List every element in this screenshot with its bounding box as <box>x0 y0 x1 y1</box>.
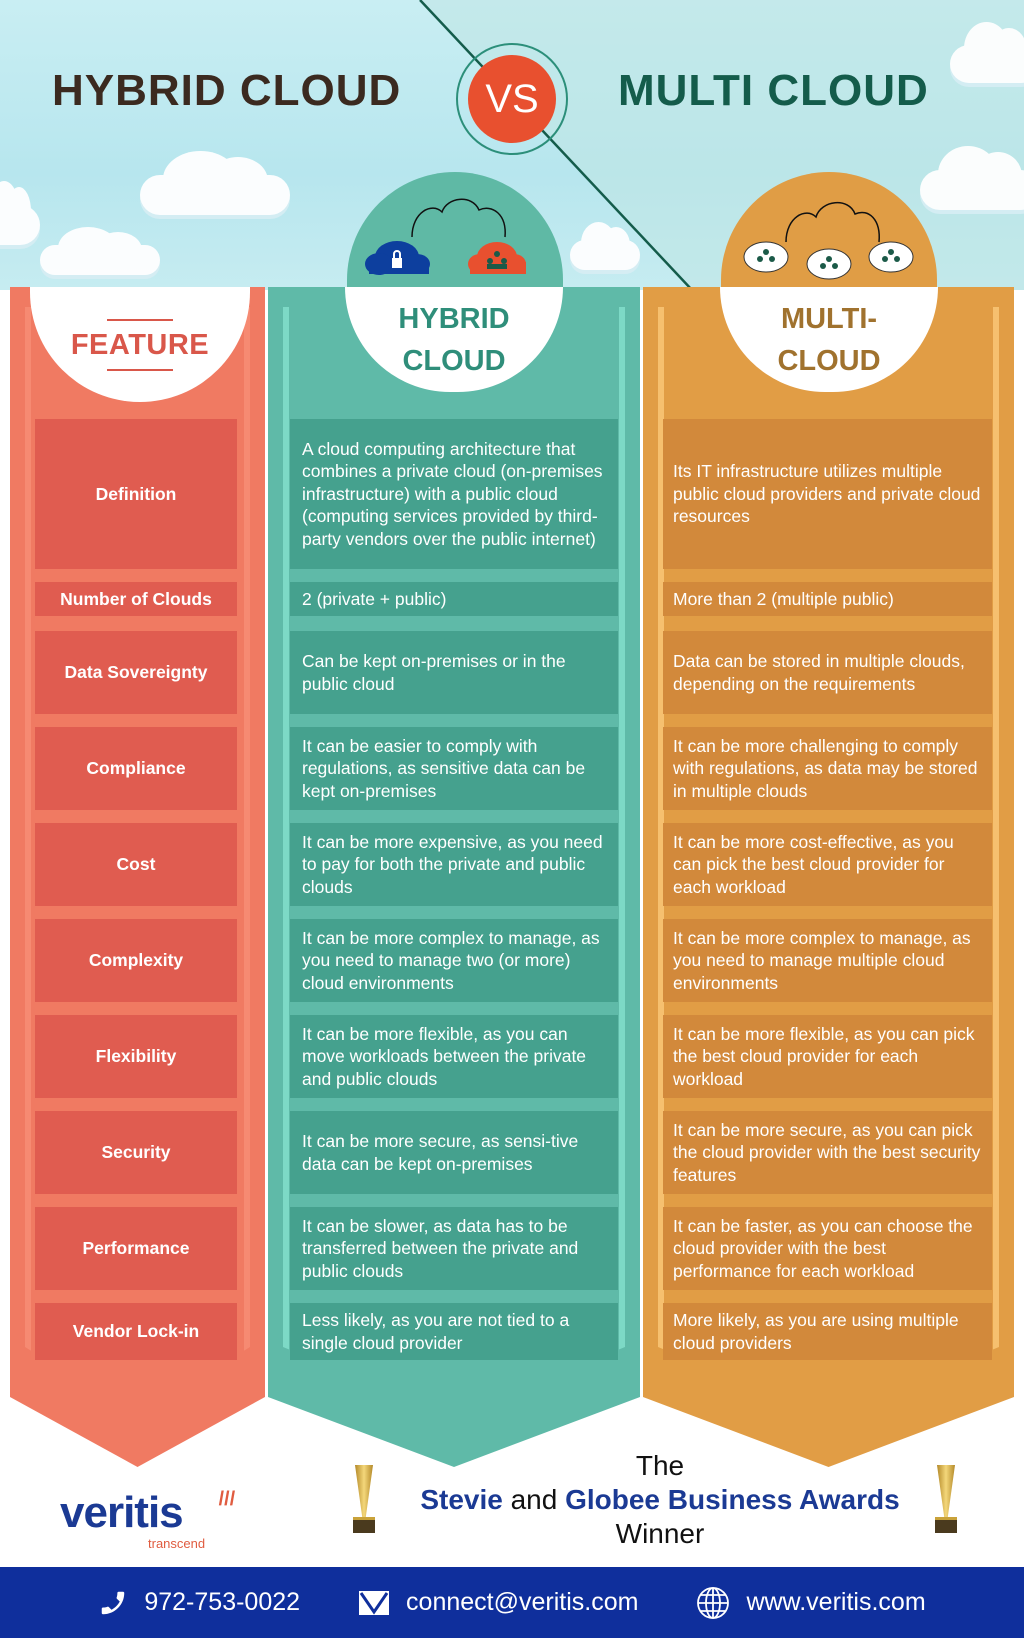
hybrid-cell: It can be more secure, as sensi-tive dat… <box>290 1111 618 1194</box>
hybrid-heading-line1: HYBRID <box>398 302 510 335</box>
diagonal-divider <box>419 0 693 290</box>
feature-column: FEATURE Definition Number of Clouds Data… <box>10 287 265 1467</box>
hybrid-column: HYBRID CLOUD A cloud computing architect… <box>268 287 640 1467</box>
multi-column: MULTI- CLOUD Its IT infrastructure utili… <box>643 287 1014 1467</box>
hybrid-cell: Can be kept on-premises or in the public… <box>290 631 618 714</box>
multi-cell: It can be more challenging to comply wit… <box>663 727 992 810</box>
title-multi-cloud: MULTI CLOUD <box>618 66 929 115</box>
email-address: connect@veritis.com <box>406 1588 639 1616</box>
multi-dome <box>721 172 937 290</box>
multi-cell: More than 2 (multiple public) <box>663 582 992 616</box>
trophy-icon <box>353 1465 375 1535</box>
hybrid-cell: It can be more complex to manage, as you… <box>290 919 618 1002</box>
hybrid-cell: It can be more expensive, as you need to… <box>290 823 618 906</box>
title-hybrid-cloud: HYBRID CLOUD <box>52 66 402 115</box>
divider <box>107 318 173 321</box>
hybrid-dome <box>347 172 563 290</box>
feature-cell: Cost <box>35 823 237 906</box>
multi-cell: Its IT infrastructure utilizes multiple … <box>663 419 992 569</box>
hybrid-cell: It can be more flexible, as you can move… <box>290 1015 618 1098</box>
logo-accent-icon: \\\ <box>214 1488 239 1510</box>
multi-cell: It can be more flexible, as you can pick… <box>663 1015 992 1098</box>
email-contact[interactable]: connect@veritis.com <box>358 1588 638 1617</box>
feature-cell: Vendor Lock-in <box>35 1303 237 1360</box>
logo-tagline: transcend <box>148 1536 206 1551</box>
multi-cell: Data can be stored in multiple clouds, d… <box>663 631 992 714</box>
feature-cell: Complexity <box>35 919 237 1002</box>
award-line1: The <box>635 1450 685 1481</box>
logo-wordmark: veritis <box>60 1488 184 1537</box>
award-line3: Winner <box>615 1518 705 1549</box>
cloud-decor <box>570 222 640 270</box>
trophy-icon <box>935 1465 957 1535</box>
people-cloud-icon <box>468 242 526 274</box>
globe-icon <box>697 1586 730 1619</box>
multi-cell: It can be faster, as you can choose the … <box>663 1207 992 1290</box>
award-stevie: Stevie <box>420 1484 503 1515</box>
vs-badge: VS <box>468 55 556 143</box>
veritis-logo[interactable]: veritis \\\ transcend <box>60 1488 239 1551</box>
feature-cell: Security <box>35 1111 237 1194</box>
website-url: www.veritis.com <box>746 1588 926 1616</box>
multi-cell: It can be more complex to manage, as you… <box>663 919 992 1002</box>
cloud-decor <box>40 227 160 275</box>
hybrid-cell: Less likely, as you are not tied to a si… <box>290 1303 618 1360</box>
divider <box>107 368 173 371</box>
award-globee: Globee Business Awards <box>565 1484 900 1515</box>
feature-heading: FEATURE <box>70 328 210 361</box>
multi-heading-line2: CLOUD <box>777 344 881 377</box>
feature-cell: Compliance <box>35 727 237 810</box>
vs-ring <box>456 43 568 155</box>
phone-number: 972-753-0022 <box>144 1588 301 1616</box>
feature-cell: Performance <box>35 1207 237 1290</box>
feature-cell: Data Sovereignty <box>35 631 237 714</box>
hybrid-cell: It can be slower, as data has to be tran… <box>290 1207 618 1290</box>
feature-cell: Definition <box>35 419 237 569</box>
phone-contact[interactable]: 972-753-0022 <box>98 1588 300 1618</box>
cloud-decor <box>140 151 290 215</box>
hybrid-cloud-icon <box>365 198 526 275</box>
lock-cloud-icon <box>365 241 430 275</box>
hybrid-cell: A cloud computing architecture that comb… <box>290 419 618 569</box>
award-and: and <box>502 1484 566 1515</box>
cloud-decor <box>950 22 1024 83</box>
feature-cell: Flexibility <box>35 1015 237 1098</box>
cloud-decor <box>920 146 1024 210</box>
hybrid-heading-line2: CLOUD <box>402 344 506 377</box>
multi-heading-line1: MULTI- <box>780 302 878 335</box>
award-line2: Stevie and Globee Business Awards <box>380 1484 940 1516</box>
multi-cell: More likely, as you are using multiple c… <box>663 1303 992 1360</box>
hybrid-cell: 2 (private + public) <box>290 582 618 616</box>
feature-cell: Number of Clouds <box>35 582 237 616</box>
website-contact[interactable]: www.veritis.com <box>696 1586 926 1620</box>
multi-cloud-icon <box>743 202 914 280</box>
phone-icon <box>102 1591 125 1614</box>
contact-footer: 972-753-0022 connect@veritis.com www.ver… <box>0 1567 1024 1638</box>
hybrid-banner-border <box>283 307 625 1417</box>
multi-cell: It can be more cost-effective, as you ca… <box>663 823 992 906</box>
cloud-decor <box>0 181 40 245</box>
award-banner: The Stevie and Globee Business Awards Wi… <box>380 1450 940 1550</box>
multi-cell: It can be more secure, as you can pick t… <box>663 1111 992 1194</box>
email-icon <box>359 1590 390 1615</box>
hybrid-cell: It can be easier to comply with regulati… <box>290 727 618 810</box>
multi-banner-border <box>658 307 999 1417</box>
feature-banner-border <box>25 307 250 1417</box>
